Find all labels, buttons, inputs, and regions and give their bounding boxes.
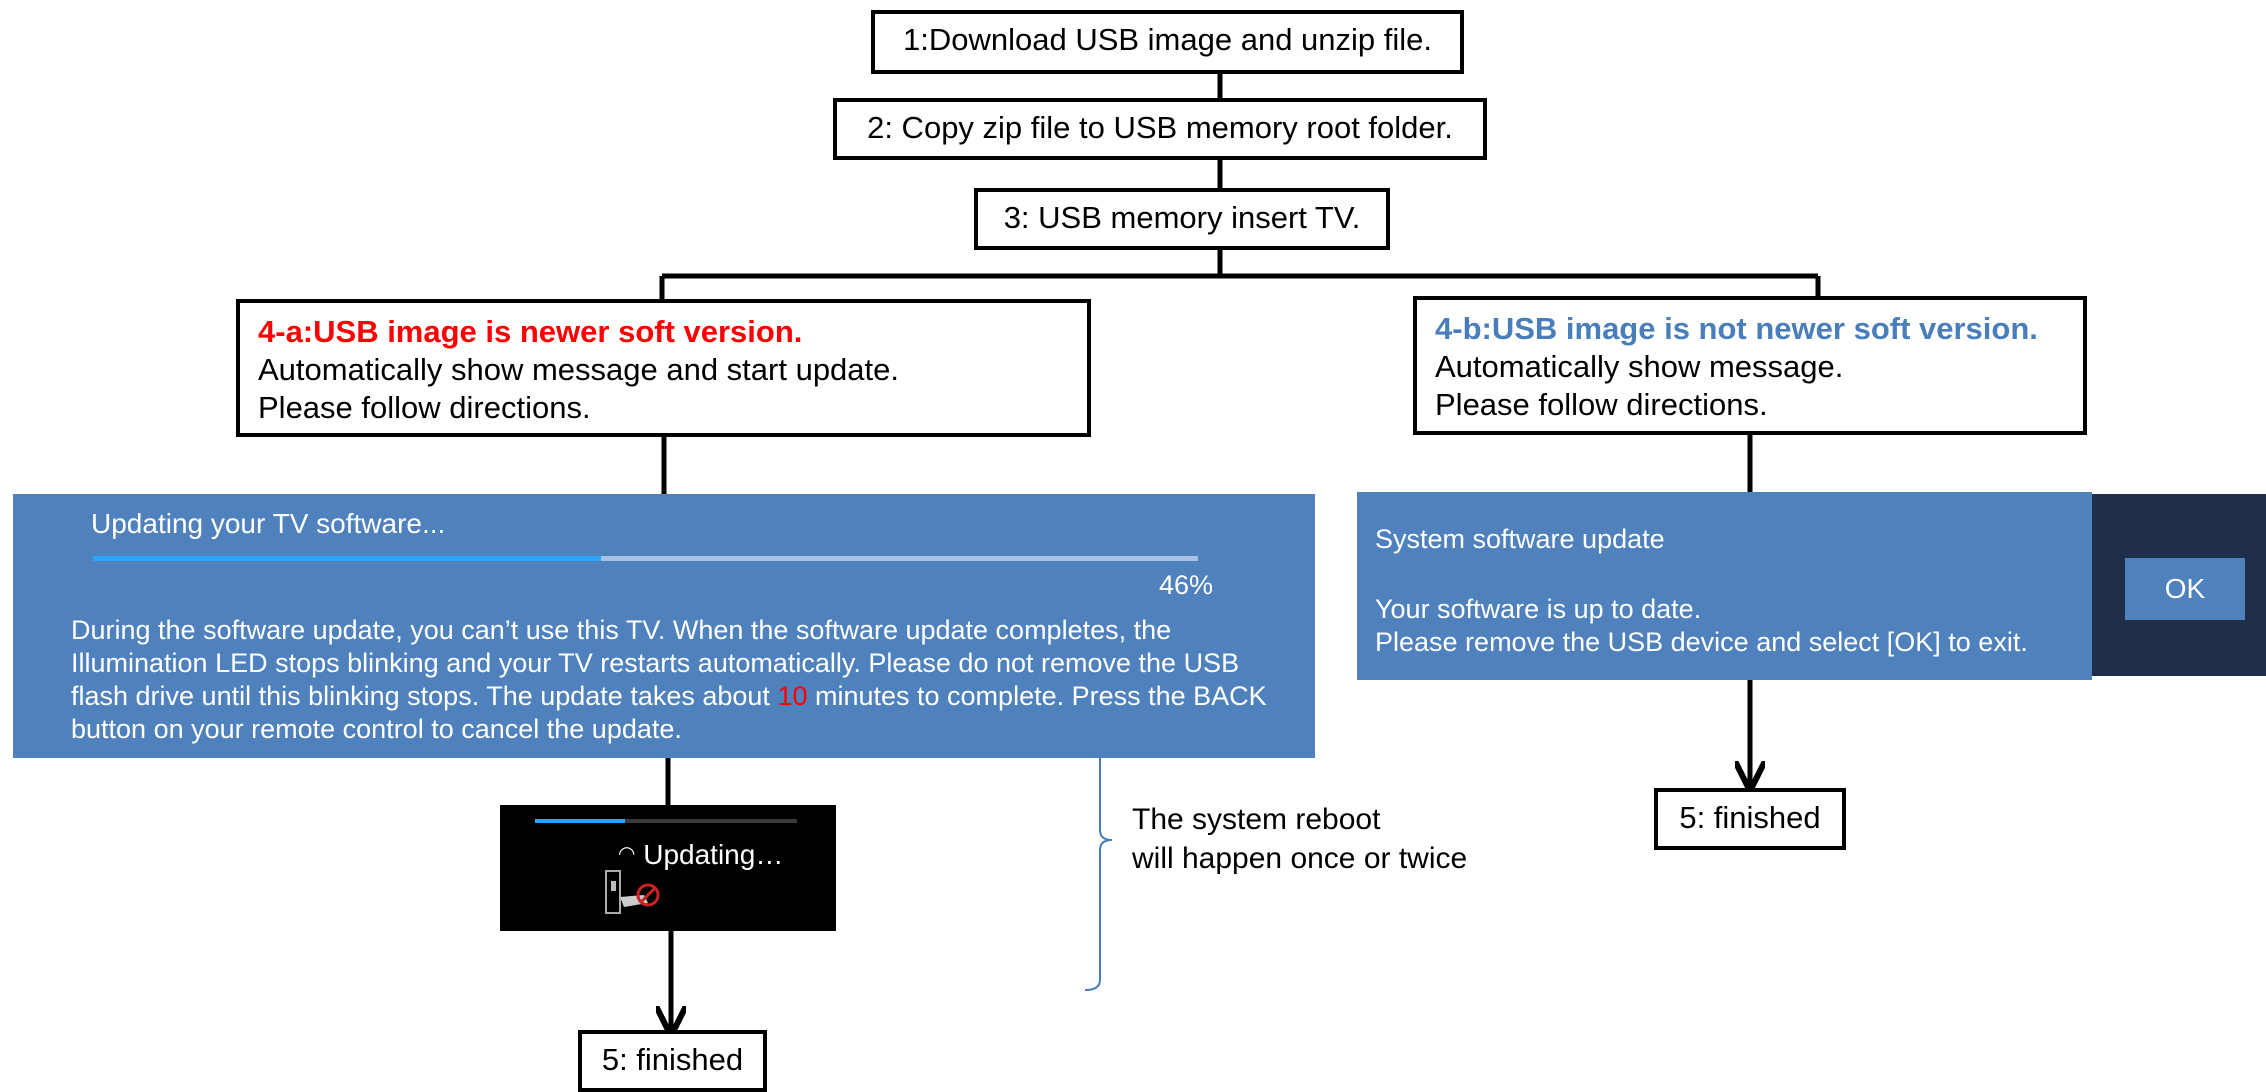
ok-button[interactable]: OK <box>2125 558 2245 620</box>
step-1-box: 1:Download USB image and unzip file. <box>871 10 1464 74</box>
system-update-panel: System software update Your software is … <box>1357 492 2092 680</box>
reboot-note: The system reboot will happen once or tw… <box>1132 800 1467 878</box>
update-progress-fill <box>93 556 602 561</box>
usb-unplug-icon <box>605 870 660 914</box>
update-body-minutes: 10 <box>777 681 808 711</box>
step-3-box: 3: USB memory insert TV. <box>974 188 1390 250</box>
update-progress-bar <box>93 556 1198 561</box>
branch-b-line1: Automatically show message. <box>1435 349 1844 384</box>
branch-b-line2: Please follow directions. <box>1435 387 1768 422</box>
updating-screen-row: ◠ Updating… <box>618 839 783 871</box>
spinner-icon: ◠ <box>618 843 636 865</box>
finished-b-box: 5: finished <box>1654 788 1846 850</box>
update-body-post: minutes to complete. Press the BACK butt… <box>71 681 1267 744</box>
branch-b-title: 4-b:USB image is not newer soft version. <box>1435 311 2038 346</box>
branch-a-line2: Please follow directions. <box>258 390 591 425</box>
step-2-label: 2: Copy zip file to USB memory root fold… <box>867 110 1453 145</box>
finished-b-label: 5: finished <box>1679 800 1821 835</box>
system-update-line1: Your software is up to date. <box>1375 594 1702 624</box>
step-3-label: 3: USB memory insert TV. <box>1003 200 1361 235</box>
system-update-message: Your software is up to date. Please remo… <box>1375 593 2095 659</box>
system-update-title: System software update <box>1375 524 1665 554</box>
finished-a-label: 5: finished <box>601 1042 744 1077</box>
step-1-label: 1:Download USB image and unzip file. <box>902 22 1433 57</box>
reboot-note-line1: The system reboot <box>1132 803 1381 836</box>
update-panel-title: Updating your TV software... <box>91 508 446 539</box>
update-body-pre: During the software update, you can’t us… <box>71 615 1240 711</box>
updating-screen: ◠ Updating… <box>500 805 836 931</box>
step-2-box: 2: Copy zip file to USB memory root fold… <box>833 98 1487 160</box>
branch-a-box: 4-a:USB image is newer soft version. Aut… <box>236 299 1091 437</box>
update-panel-body: During the software update, you can’t us… <box>71 614 1271 746</box>
system-update-line2: Please remove the USB device and select … <box>1375 627 2028 657</box>
updating-screen-progress-fill <box>535 819 625 823</box>
updating-label: Updating… <box>643 839 784 870</box>
reboot-note-line2: will happen once or twice <box>1132 842 1468 875</box>
system-update-sidebar: OK <box>2092 494 2266 676</box>
updating-screen-progress <box>535 819 797 823</box>
update-panel: Updating your TV software... 46% During … <box>13 494 1315 758</box>
branch-a-title: 4-a:USB image is newer soft version. <box>258 314 803 349</box>
finished-a-box: 5: finished <box>578 1030 767 1092</box>
branch-b-box: 4-b:USB image is not newer soft version.… <box>1413 296 2087 435</box>
update-progress-label: 46% <box>1158 570 1213 600</box>
reboot-brace <box>1084 718 1113 991</box>
branch-a-line1: Automatically show message and start upd… <box>258 352 900 387</box>
